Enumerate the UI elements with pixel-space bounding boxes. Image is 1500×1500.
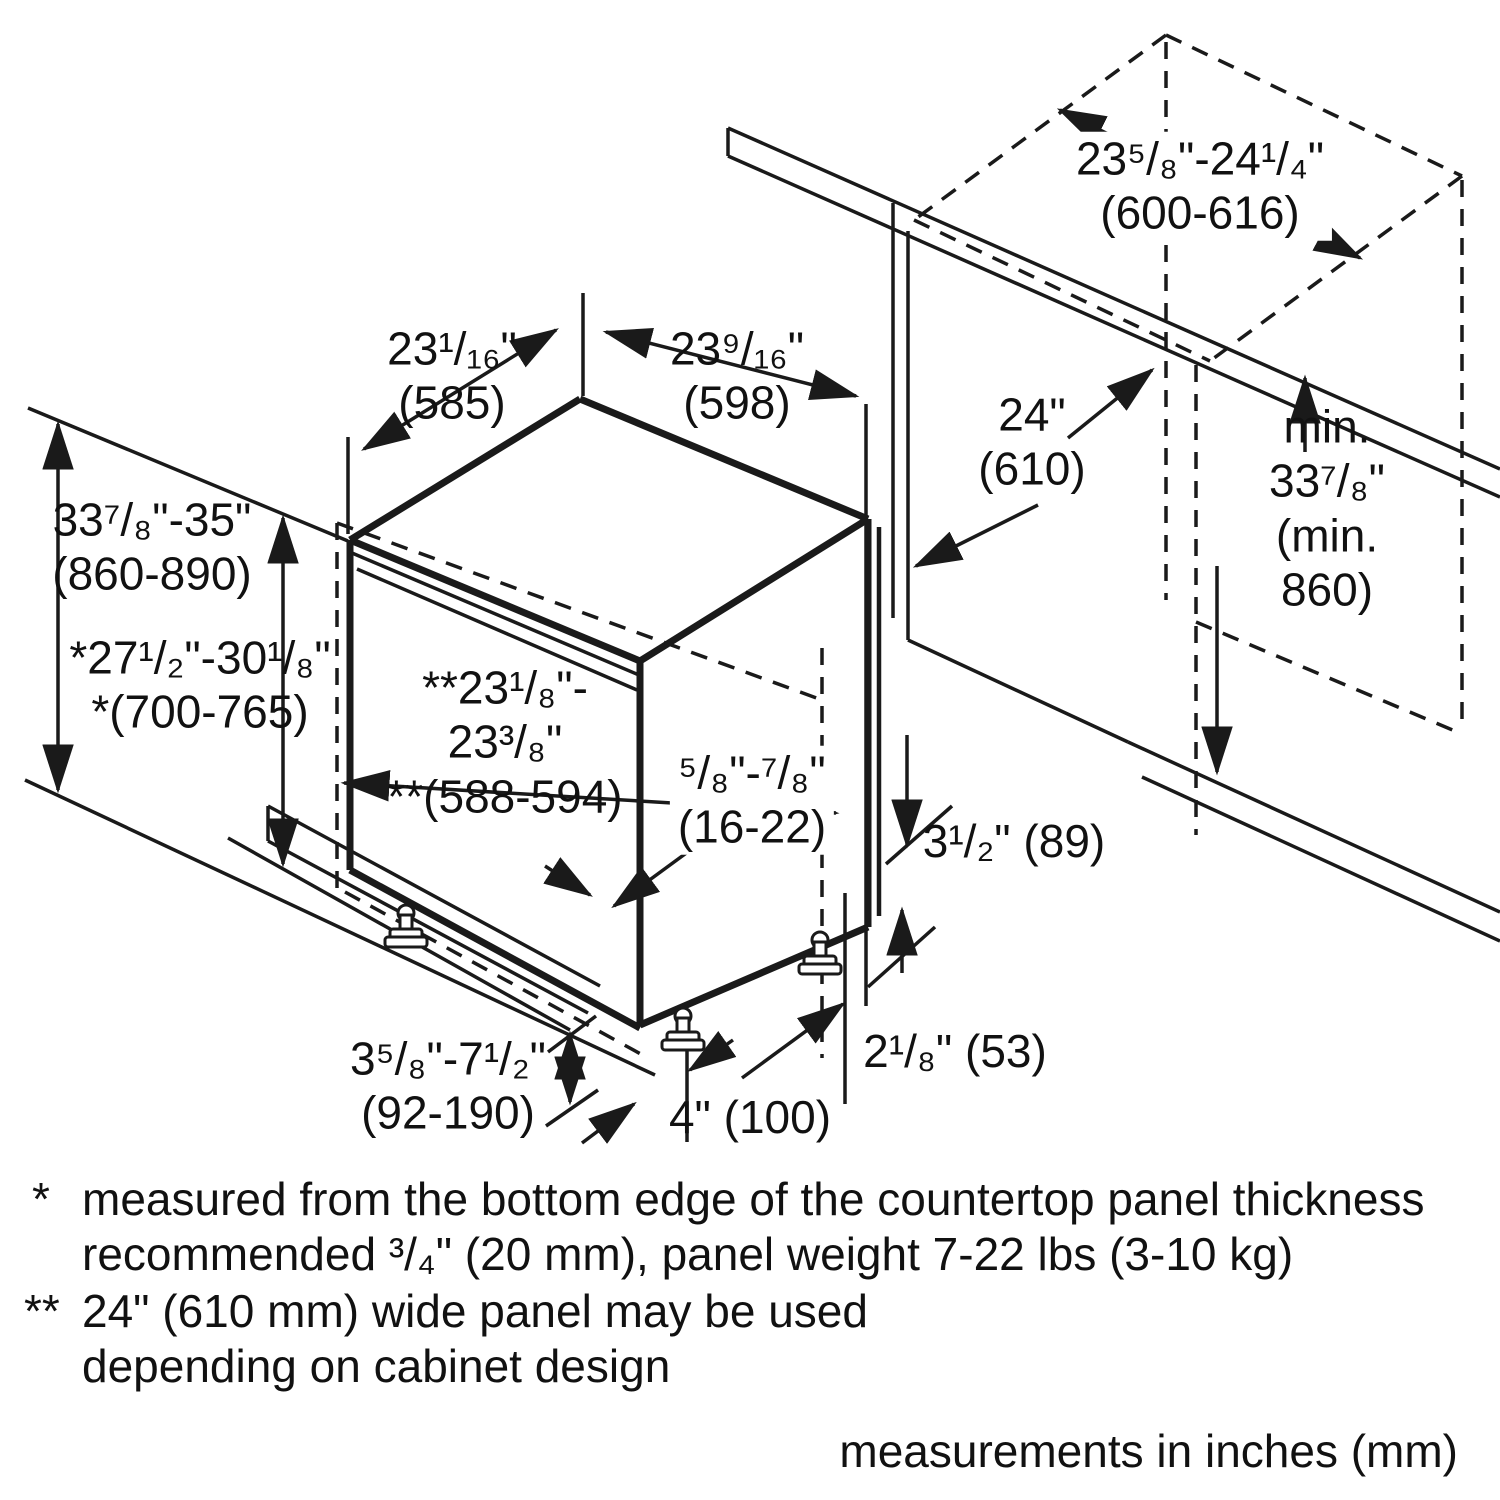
dim-dishwasher-depth-label: 23¹/₁₆" (585) bbox=[387, 322, 517, 429]
dimension-arrows bbox=[42, 108, 1364, 1145]
foot-front bbox=[660, 1006, 706, 1052]
dim-foot-depth-label: 4" (100) bbox=[668, 1090, 832, 1143]
foot-right bbox=[797, 930, 843, 976]
leveling-feet bbox=[383, 903, 843, 1052]
dim-panel-thickness-label: ⁵/₈"-⁷/₈" (16-22) bbox=[669, 745, 835, 855]
dim-dishwasher-width-label: 23⁹/₁₆" (598) bbox=[669, 322, 805, 429]
dim-leveling-range-label: 3⁵/₈"-7¹/₂" (92-190) bbox=[349, 1032, 547, 1139]
dim-niche-width-label: 24" (610) bbox=[978, 388, 1086, 495]
dim-foot-clearance-label: 2¹/₈" (53) bbox=[863, 1024, 1047, 1077]
dim-panel-width-label: **23¹/₈"- 23³/₈" **(588-594) bbox=[387, 661, 623, 823]
dim-niche-min-height-label: min. 33⁷/₈" (min. 860) bbox=[1269, 400, 1385, 616]
footnote-1-line-1: measured from the bottom edge of the cou… bbox=[82, 1173, 1425, 1225]
units-note: measurements in inches (mm) bbox=[839, 1425, 1458, 1477]
dishwasher-body bbox=[346, 395, 882, 1032]
footnote-2-line-1: 24" (610 mm) wide panel may be used bbox=[82, 1285, 868, 1337]
dim-countertop-depth-label: 23⁵/₈"-24¹/₄" (600-616) bbox=[1067, 131, 1333, 241]
footnote-2-marker: ** bbox=[24, 1285, 60, 1337]
dim-overall-height-label: 33⁷/₈"-35" (860-890) bbox=[52, 493, 252, 600]
footnote-2-line-2: depending on cabinet design bbox=[82, 1340, 671, 1392]
dim-panel-height-label: *27¹/₂"-30¹/₈" *(700-765) bbox=[69, 631, 331, 738]
foot-left bbox=[383, 903, 429, 949]
footnote-1-line-2: recommended ³/₄" (20 mm), panel weight 7… bbox=[82, 1228, 1294, 1280]
dim-toe-kick-height-label: 3¹/₂" (89) bbox=[922, 814, 1106, 867]
footnote-1-marker: * bbox=[32, 1173, 50, 1225]
